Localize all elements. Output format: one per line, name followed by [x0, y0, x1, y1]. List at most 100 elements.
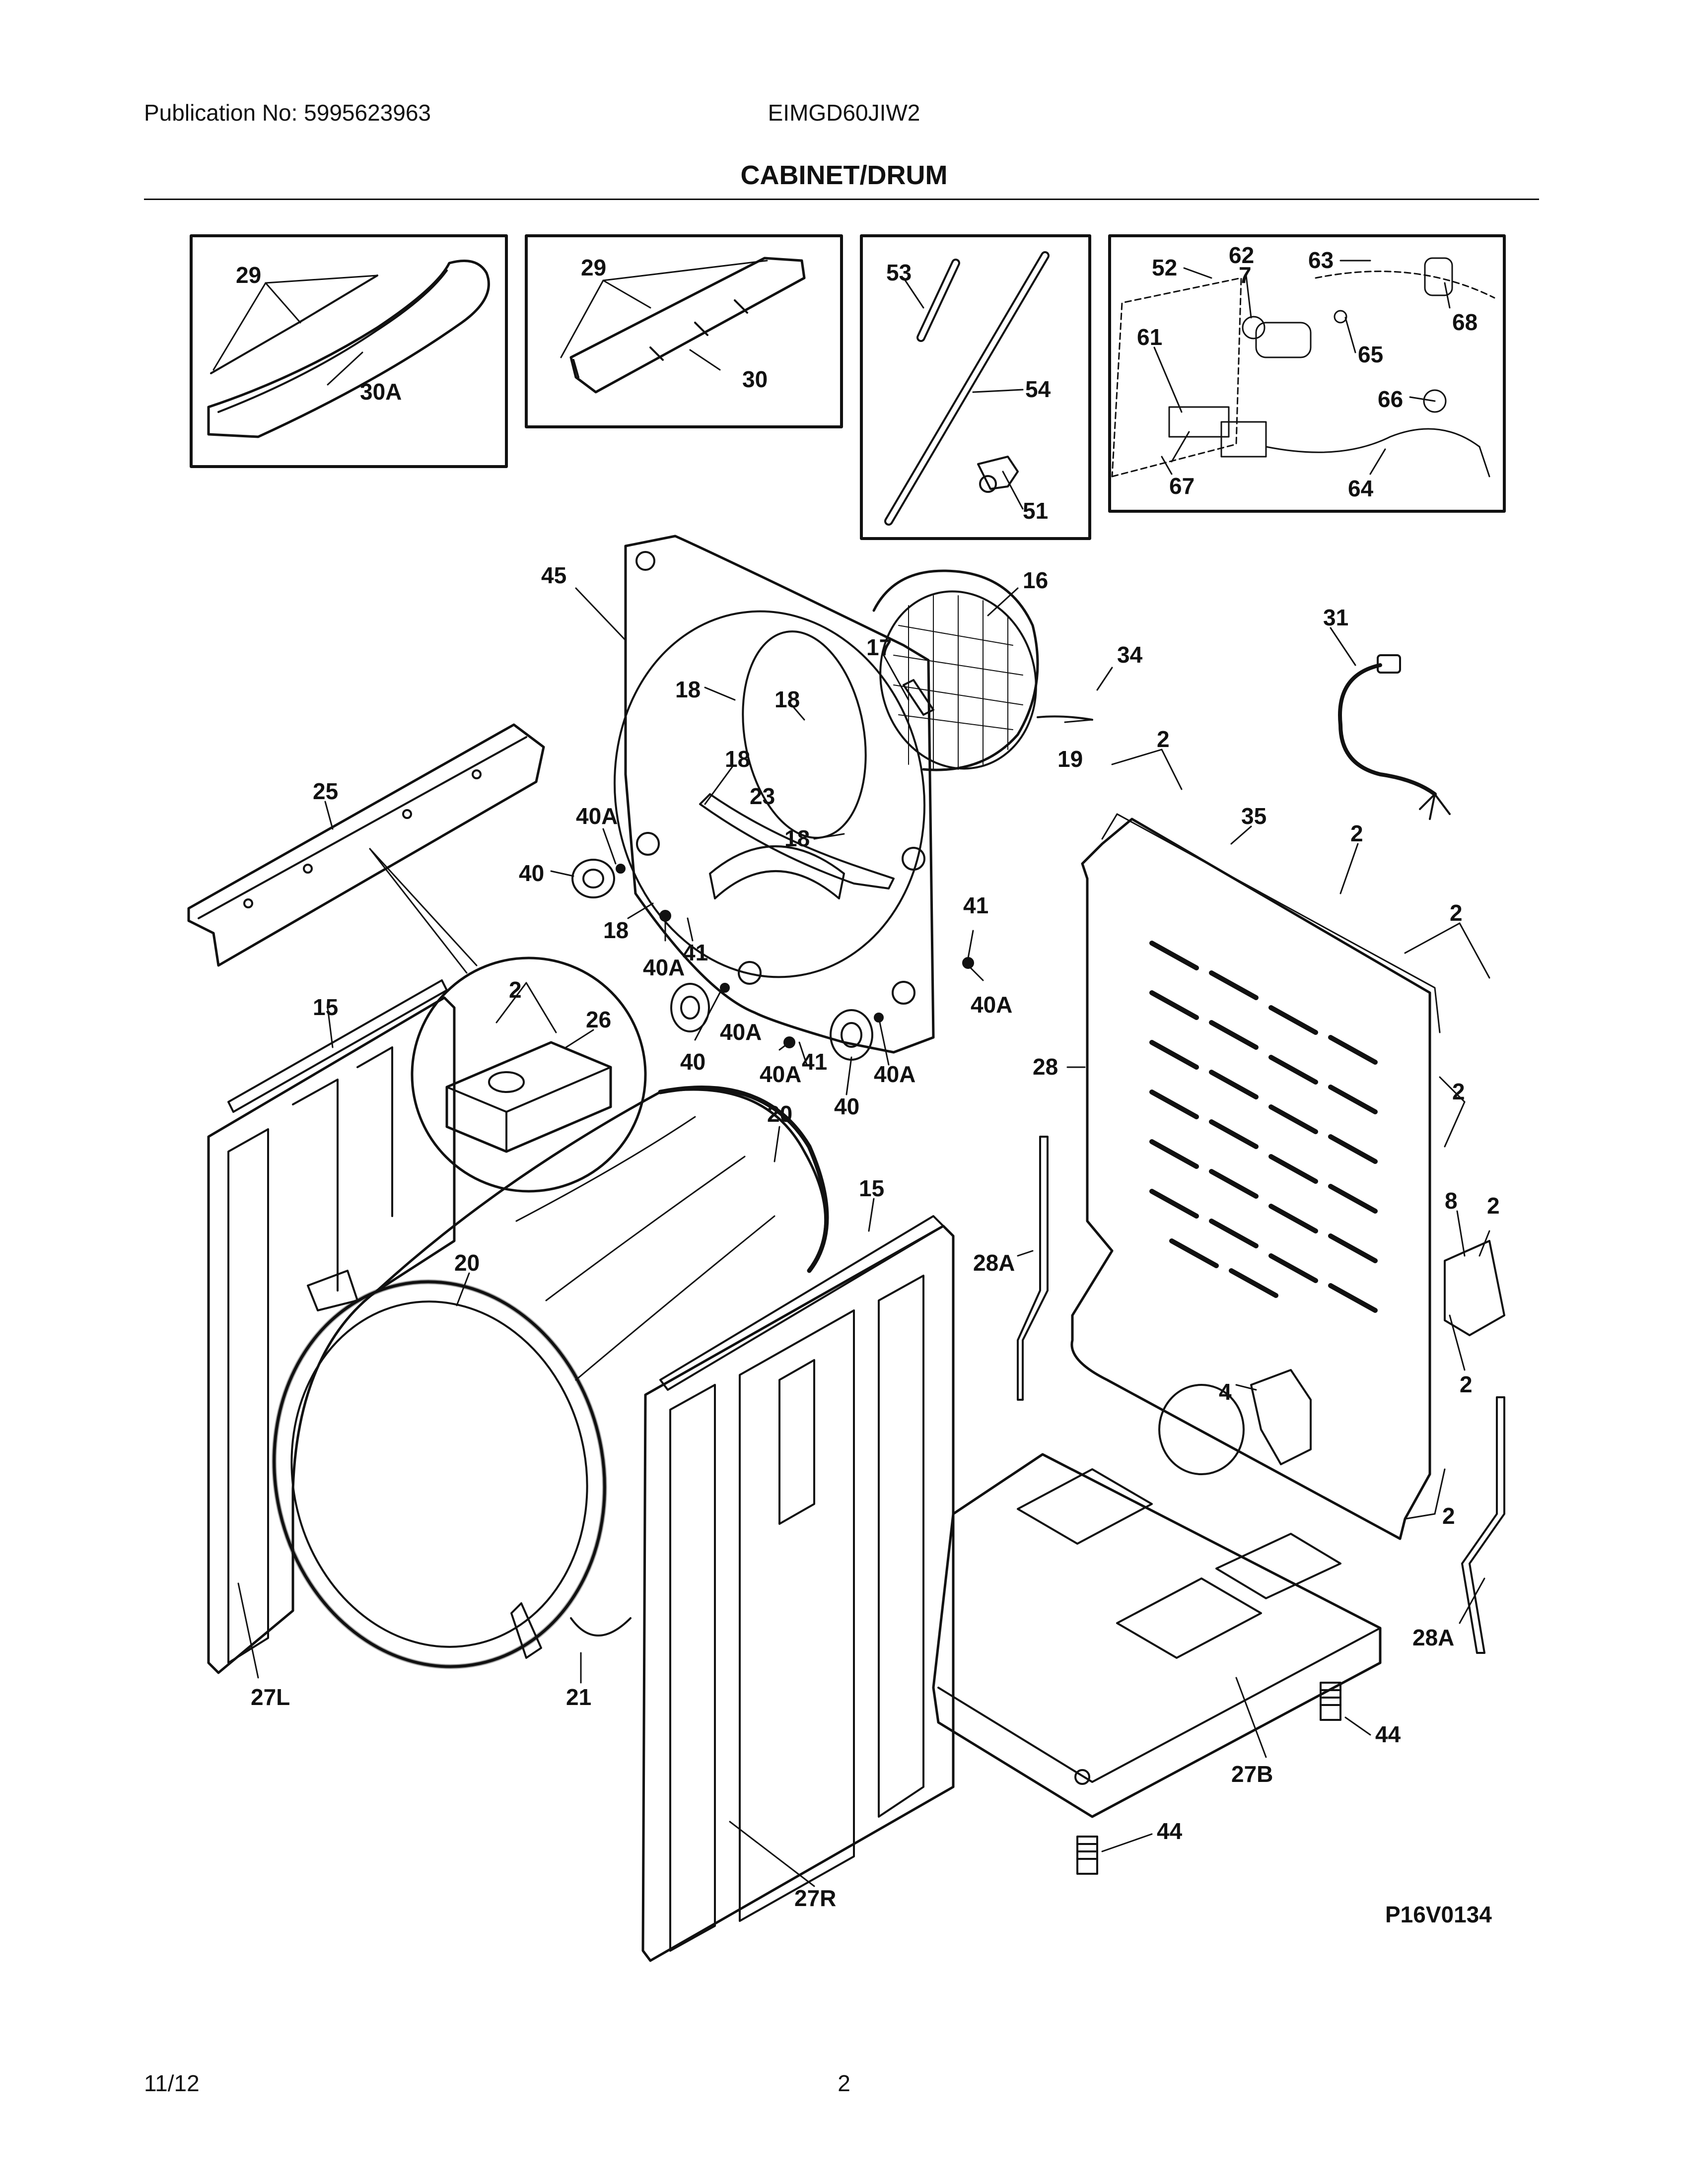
callout-2: 2	[1157, 726, 1170, 752]
part-15-strip-front	[659, 1215, 944, 1391]
callout-44: 44	[1157, 1818, 1183, 1844]
part-21-drum	[273, 1088, 827, 1668]
callout-20: 20	[454, 1250, 480, 1276]
title-divider	[144, 199, 1539, 200]
callout-44: 44	[1375, 1721, 1401, 1747]
part-30-drawing	[569, 257, 806, 394]
part-20-seal-rear	[658, 1086, 829, 1273]
callout-68: 68	[1452, 309, 1477, 335]
part-16-duct	[872, 569, 1039, 771]
inset-box-30	[525, 234, 843, 428]
callout-40a: 40A	[576, 803, 618, 829]
callout-54: 54	[1025, 376, 1051, 402]
callout-16: 16	[1023, 567, 1048, 593]
callout-40a: 40A	[874, 1061, 915, 1087]
footer-date: 11/12	[144, 2070, 200, 2096]
callout-29: 29	[236, 262, 261, 288]
callout-2: 2	[1460, 1371, 1473, 1397]
callout-18: 18	[603, 917, 629, 943]
callout-53: 53	[886, 260, 912, 285]
valve-inset-drawing	[1111, 257, 1495, 478]
callout-21: 21	[566, 1684, 591, 1710]
part-30a-drawing	[207, 260, 490, 438]
callout-41: 41	[963, 892, 988, 918]
callout-29: 29	[581, 255, 606, 280]
leader-lines	[212, 260, 1490, 1887]
callout-18: 18	[725, 746, 750, 772]
part-41-screws	[616, 864, 974, 1048]
callout-2: 2	[1452, 1079, 1465, 1104]
figure-code: P16V0134	[1385, 1902, 1492, 1927]
part-25-top-bracket	[187, 723, 545, 967]
callout-15: 15	[859, 1175, 884, 1201]
callout-35: 35	[1241, 803, 1266, 829]
callout-40a: 40A	[720, 1019, 762, 1045]
part-28a-strip-left	[1017, 1136, 1049, 1401]
callout-61: 61	[1137, 324, 1162, 350]
callout-67: 67	[1169, 473, 1195, 499]
part-31-power-cord	[1338, 654, 1451, 820]
callout-28a: 28A	[1412, 1625, 1454, 1650]
callout-65: 65	[1358, 341, 1383, 367]
callout-labels: 29 30A 29 30 53 54 51 52 62 63 7 68 61 6…	[236, 242, 1500, 1911]
model-number: EIMGD60JIW2	[768, 100, 920, 126]
callout-45: 45	[541, 562, 566, 588]
callout-62: 62	[1229, 242, 1254, 268]
callout-15: 15	[313, 994, 338, 1020]
callout-30: 30	[742, 366, 768, 392]
part-27l-left-panel	[207, 996, 456, 1674]
page-number: 2	[838, 2070, 850, 2096]
callout-40a: 40A	[971, 992, 1012, 1018]
callout-2: 2	[1350, 820, 1363, 846]
callout-40a: 40A	[760, 1061, 801, 1087]
part-23-bracket	[699, 793, 895, 889]
callout-27l: 27L	[251, 1684, 290, 1710]
part-8-cover	[1444, 1240, 1505, 1336]
detail-circle-26	[369, 848, 647, 1193]
callout-51: 51	[1023, 498, 1048, 524]
part-27r-front-panel	[641, 1225, 955, 1962]
page-title: CABINET/DRUM	[740, 160, 948, 190]
callout-31: 31	[1323, 605, 1348, 630]
callout-2: 2	[509, 977, 522, 1003]
callout-40: 40	[834, 1093, 859, 1119]
part-45-rear-bulkhead	[614, 535, 935, 1054]
callout-20: 20	[767, 1101, 792, 1127]
callout-18: 18	[675, 677, 701, 702]
inset-box-hoses	[860, 234, 1091, 540]
part-28-rear-panel	[1070, 813, 1441, 1540]
callout-18: 18	[774, 686, 800, 712]
callout-34: 34	[1117, 642, 1143, 668]
callout-4: 4	[1219, 1379, 1232, 1405]
callout-40: 40	[680, 1049, 705, 1075]
callout-26: 26	[586, 1007, 611, 1032]
callout-27b: 27B	[1231, 1761, 1273, 1787]
callout-40: 40	[519, 860, 544, 886]
inset-box-valve	[1108, 234, 1506, 513]
part-28-vent-slots	[1149, 941, 1378, 1313]
callout-23: 23	[750, 783, 775, 809]
callout-40a: 40A	[643, 955, 685, 980]
inset-box-30a	[190, 234, 508, 468]
callout-19: 19	[1057, 746, 1083, 772]
callout-2: 2	[1442, 1503, 1455, 1529]
callout-52: 52	[1152, 255, 1177, 280]
publication-number: Publication No: 5995623963	[144, 100, 431, 126]
part-27b-base	[932, 1453, 1382, 1818]
callout-66: 66	[1378, 386, 1403, 412]
callout-64: 64	[1348, 476, 1374, 501]
part-4-bracket	[1158, 1369, 1312, 1475]
callout-41: 41	[802, 1049, 827, 1075]
part-54-hose	[884, 251, 1050, 526]
part-19-harness	[1037, 715, 1093, 721]
callout-25: 25	[313, 778, 338, 804]
part-15-strip-left	[227, 979, 448, 1113]
part-51-connector	[977, 456, 1019, 493]
part-53-hose	[916, 259, 960, 342]
part-40-rollers	[571, 859, 873, 1061]
callout-18: 18	[784, 825, 810, 851]
callout-28: 28	[1033, 1054, 1058, 1080]
part-28a-strip-right	[1461, 1396, 1505, 1654]
part-20-seal-front	[272, 1279, 607, 1669]
